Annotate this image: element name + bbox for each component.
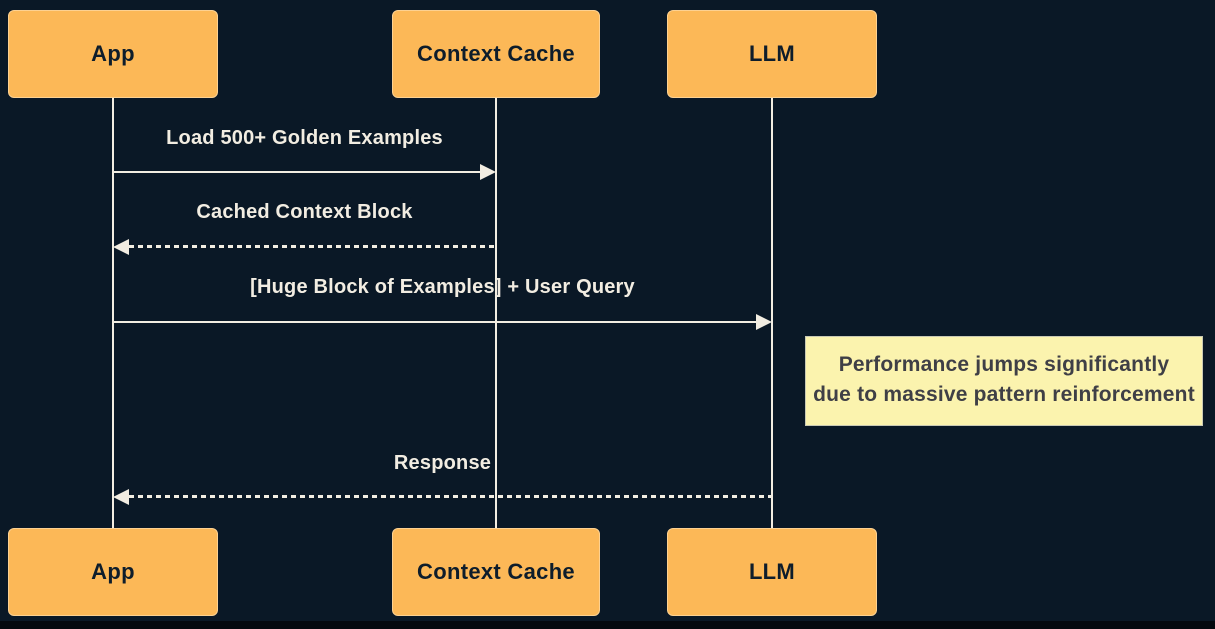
note-text-line2: due to massive pattern reinforcement — [813, 383, 1195, 406]
message-4-line — [129, 495, 771, 498]
message-1-label: Load 500+ Golden Examples — [166, 127, 443, 149]
bottom-strip — [0, 621, 1215, 629]
note-performance: Performance jumps significantly due to m… — [805, 336, 1203, 426]
lifeline-context-cache — [495, 97, 497, 530]
actor-bottom-app-label: App — [91, 559, 135, 584]
actor-bottom-app: App — [8, 528, 218, 616]
arrowhead-left-icon — [113, 239, 129, 255]
actor-top-context-cache-label: Context Cache — [417, 41, 575, 66]
actor-bottom-llm: LLM — [667, 528, 877, 616]
actor-top-app-label: App — [91, 41, 135, 66]
message-3-label: [Huge Block of Examples] + User Query — [250, 276, 635, 298]
actor-top-llm-label: LLM — [748, 41, 796, 66]
actor-top-app: App — [8, 10, 218, 98]
lifeline-llm — [771, 97, 773, 530]
actor-top-context-cache: Context Cache — [392, 10, 600, 98]
message-2-label: Cached Context Block — [196, 201, 413, 223]
message-1-line — [114, 171, 481, 173]
arrowhead-right-icon — [756, 314, 772, 330]
arrowhead-right-icon — [480, 164, 496, 180]
actor-bottom-context-cache: Context Cache — [392, 528, 600, 616]
note-text-line1: Performance jumps significantly — [838, 353, 1170, 376]
actor-bottom-context-cache-label: Context Cache — [417, 559, 575, 584]
actor-top-llm: LLM — [667, 10, 877, 98]
message-4-label: Response — [393, 452, 492, 474]
lifeline-app — [112, 97, 114, 530]
arrowhead-left-icon — [113, 489, 129, 505]
actor-bottom-llm-label: LLM — [748, 559, 796, 584]
message-3-line — [114, 321, 757, 323]
message-2-line — [129, 245, 495, 248]
